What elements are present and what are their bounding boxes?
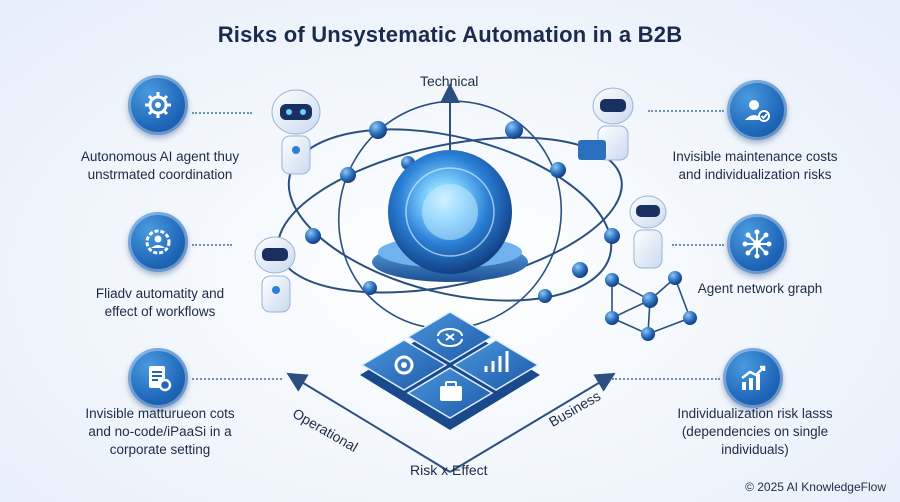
user-check-icon (727, 80, 787, 140)
footer-copyright: © 2025 AI KnowledgeFlow (745, 480, 886, 494)
page-title: Risks of Unsystematic Automation in a B2… (217, 22, 683, 47)
right-caption-1: Invisible maintenance costs and individu… (672, 149, 838, 182)
left-caption-3: Invisible matturueon cots and no-code/iP… (85, 406, 235, 457)
core-sphere-glow (422, 184, 478, 240)
connector-line (192, 378, 282, 380)
connector-line (672, 244, 724, 246)
orbit-node (550, 162, 566, 178)
gear-person-icon (128, 212, 188, 272)
network-node (668, 271, 682, 285)
axis-operational-arrow (286, 372, 451, 473)
network-node (605, 311, 619, 325)
tile-gear-icon (394, 355, 414, 375)
connector-line (648, 110, 724, 112)
orbit-node (538, 289, 552, 303)
briefcase-icon (440, 381, 462, 401)
orbit-node (305, 228, 321, 244)
right-caption-2: Agent network graph (697, 281, 823, 296)
bar-chart-icon (723, 348, 783, 408)
core-sphere-ring (405, 167, 495, 257)
left-caption-1: Autonomous AI agent thuy unstrmated coor… (80, 149, 240, 182)
network-node (641, 327, 655, 341)
document-gear-icon (128, 348, 188, 408)
network-node (683, 311, 697, 325)
axis-label-technical: Technical (420, 73, 479, 89)
robot-top-left (271, 89, 321, 175)
orbit-node (604, 228, 620, 244)
orbit-node (572, 262, 588, 278)
connector-line (192, 112, 252, 114)
right-caption-3: Individualization risk lasss (dependenci… (677, 406, 833, 457)
gear-icon (128, 75, 188, 135)
cycle-icon (437, 328, 463, 347)
left-caption-2: Fliadv automatity and effect of workflow… (95, 286, 225, 319)
robot-mid-right (629, 195, 667, 269)
orbit-node (369, 121, 387, 139)
orbit-node (363, 281, 377, 295)
network-hub-icon (727, 214, 787, 274)
orbit-ring (337, 100, 563, 330)
axis-business-arrow (449, 372, 616, 473)
connector-line (192, 244, 232, 246)
orbit-ring (287, 128, 613, 302)
orbit-node (340, 167, 356, 183)
network-node (605, 273, 619, 287)
tile-chart-icon (484, 351, 509, 372)
network-node (642, 292, 658, 308)
axis-label-risk-effect: Risk x Effect (410, 462, 488, 478)
connector-line (612, 378, 720, 380)
robot-top-right (578, 87, 634, 161)
orbit-node (505, 121, 523, 139)
robot-mid-left (254, 236, 296, 313)
